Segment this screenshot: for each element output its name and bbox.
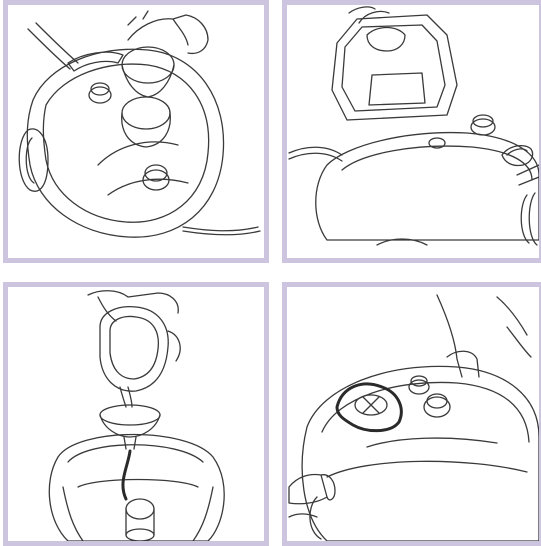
hand-closing-safety-cap-icon <box>287 287 539 541</box>
illustration-panel-1 <box>3 0 269 263</box>
illustration-panel-2 <box>282 0 541 263</box>
lifting-water-tank-icon <box>287 5 539 258</box>
hand-opening-safety-cap-icon <box>8 5 264 258</box>
pouring-water-into-funnel-icon <box>8 287 264 541</box>
illustration-panel-4 <box>282 282 541 546</box>
illustration-panel-3 <box>3 282 269 546</box>
